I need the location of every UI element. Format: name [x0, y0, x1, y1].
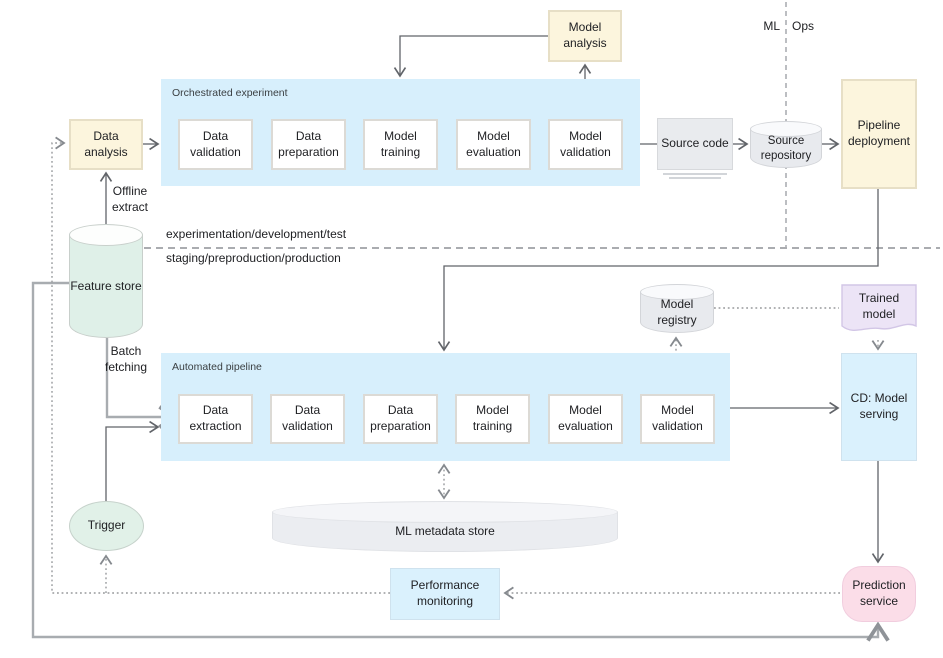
- batch-fetching-label: Batch fetching: [104, 344, 148, 374]
- exp-step-model-evaluation: Model evaluation: [456, 119, 531, 170]
- pipe-step-model-validation: Model validation: [640, 394, 715, 444]
- feature-store-cylinder-cap: [69, 224, 143, 246]
- automated-pipeline-container: Automated pipeline: [161, 353, 730, 461]
- arrow-feature-store-to-prediction-service: [31, 281, 890, 642]
- arrow-model-analysis-to-experiment: [393, 35, 548, 78]
- exp-step-model-training: Model training: [363, 119, 438, 170]
- pipe-step-data-validation: Data validation: [270, 394, 345, 444]
- trigger-node: Trigger: [69, 501, 144, 551]
- pipe-step-model-training: Model training: [455, 394, 530, 444]
- prediction-service-node: Prediction service: [842, 566, 916, 622]
- cd-model-serving-node: CD: Model serving: [841, 353, 917, 461]
- trained-model-node: Trained model: [841, 284, 917, 338]
- ml-metadata-store-cylinder-cap: [272, 501, 618, 523]
- arrow-feature-store-to-data-extraction: [105, 338, 179, 429]
- ml-metadata-store-cylinder: ML metadata store: [272, 501, 618, 552]
- pipe-step-data-extraction: Data extraction: [178, 394, 253, 444]
- source-code-stack-sheet-2: [669, 177, 721, 179]
- source-code-node: Source code: [657, 118, 733, 170]
- env-experimentation-label: experimentation/development/test: [166, 227, 347, 241]
- feature-store-label: Feature store: [70, 278, 142, 293]
- orchestrated-experiment-label: Orchestrated experiment: [172, 87, 288, 99]
- model-registry-cylinder: Model registry: [640, 284, 714, 333]
- model-registry-cylinder-cap: [640, 284, 714, 300]
- source-repository-cylinder: Source repository: [750, 121, 822, 168]
- exp-step-data-preparation: Data preparation: [271, 119, 346, 170]
- feature-store-cylinder-body: [69, 235, 143, 338]
- pipe-step-model-evaluation: Model evaluation: [548, 394, 623, 444]
- arrow-deployment-to-pipeline: [437, 189, 879, 352]
- trained-model-label: Trained model: [858, 291, 900, 321]
- performance-monitoring-node: Performance monitoring: [390, 568, 500, 620]
- ml-metadata-store-label: ML metadata store: [395, 524, 495, 539]
- source-repository-label: Source repository: [760, 134, 812, 162]
- pipe-step-data-preparation: Data preparation: [363, 394, 438, 444]
- model-registry-label: Model registry: [657, 296, 697, 327]
- pipeline-deployment-node: Pipeline deployment: [841, 79, 917, 189]
- arrow-trigger-to-pipeline: [105, 420, 160, 501]
- ops-zone-label: Ops: [792, 19, 815, 33]
- offline-extract-label: Offline extract: [111, 184, 148, 214]
- source-code-stack-sheet-1: [663, 173, 727, 175]
- model-analysis-node: Model analysis: [548, 10, 622, 62]
- ml-zone-label: ML: [763, 19, 780, 33]
- automated-pipeline-label: Automated pipeline: [172, 361, 262, 373]
- env-staging-label: staging/preproduction/production: [166, 251, 341, 265]
- document-shape-icon: [841, 284, 917, 332]
- arrow-monitoring-to-data-analysis: [51, 136, 390, 594]
- data-analysis-node: Data analysis: [69, 119, 143, 170]
- source-repository-cylinder-cap: [750, 121, 822, 137]
- exp-step-data-validation: Data validation: [178, 119, 253, 170]
- feature-store-cylinder: Feature store: [69, 224, 143, 338]
- exp-step-model-validation: Model validation: [548, 119, 623, 170]
